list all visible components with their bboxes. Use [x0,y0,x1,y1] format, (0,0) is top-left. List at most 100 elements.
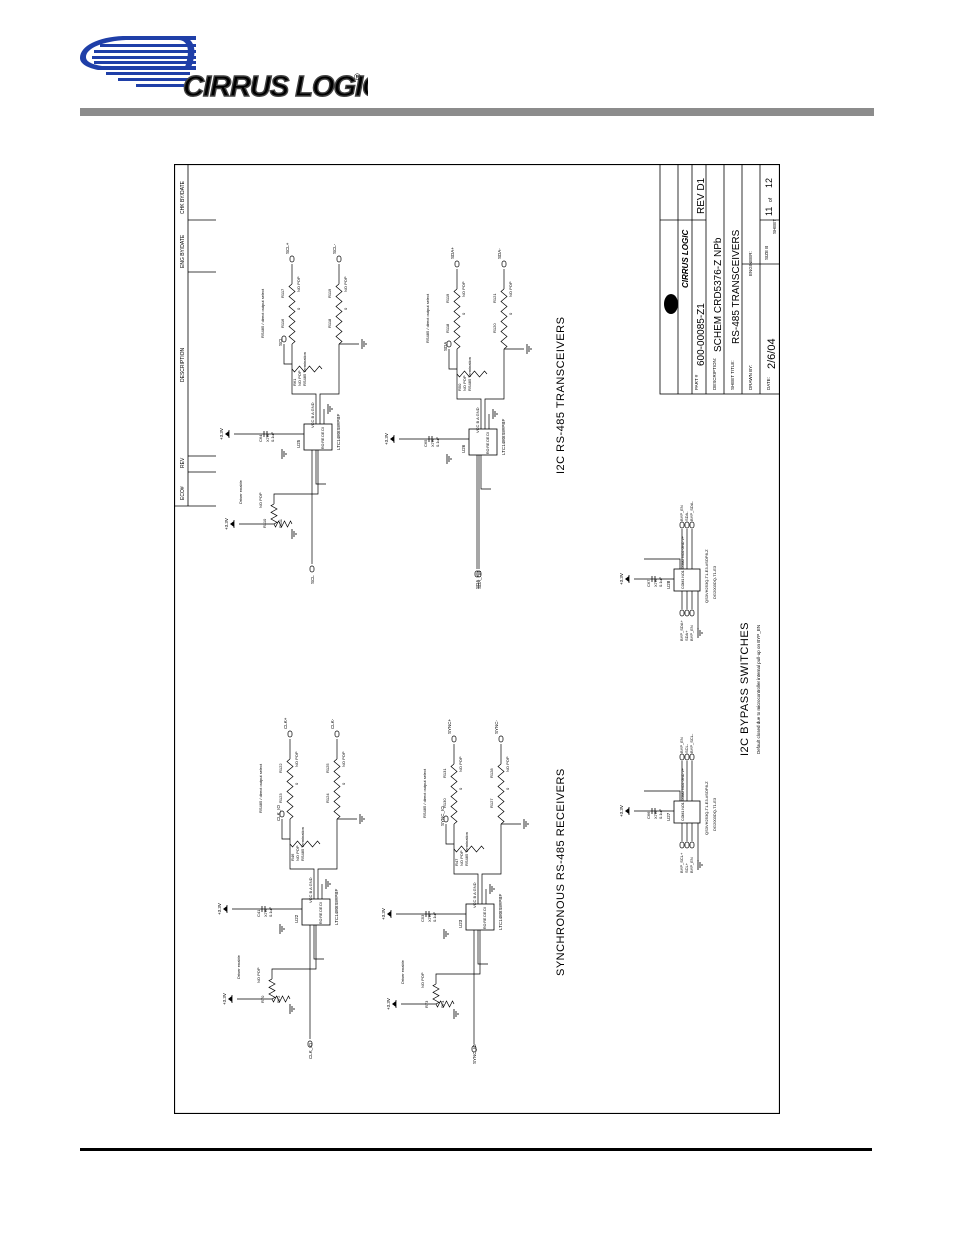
chip-body [303,423,333,451]
resistor [435,1000,455,1008]
r-ref: R130 [442,798,447,808]
chip-part: LTC1480IS8#PBF [334,889,339,925]
drawn-by-label: DRAWN BY: [748,365,753,390]
switch-net-right: BYP_EN [679,737,684,753]
net-port [684,841,690,849]
r-value: 0 [296,307,301,310]
r-ref: R120 [492,323,497,333]
net-port [279,810,285,818]
resistor [268,978,276,1000]
switch-net-right: SDA- [684,511,689,521]
net-port [446,340,452,348]
switch-net-left: SDA+ [684,630,689,641]
cap-value: 0.1uF [435,436,440,447]
wire [283,344,292,365]
sheet-title-value: RS-485 TRANSCEIVERS [731,229,742,344]
switch-net-left: BYP_EN [689,625,694,641]
vcc-label: +3.3V [386,998,391,1010]
sheet-label: SHEET [772,219,777,234]
net-in-bottom: SYNC_IO [472,1044,477,1064]
r-ref: R122 [278,763,283,773]
cap-ref: C66 [646,811,651,819]
net-out-minus: SDA- [497,248,502,259]
chip-part: LTC1480IS8#PBF [501,419,506,455]
r-en-ref: R74 [440,1000,445,1008]
cap-value: 0.1uF [268,906,273,917]
cap-type: X7R [265,434,270,442]
r-term-ref: R46 [290,853,295,861]
r-en-nopop: NO POP [258,492,263,508]
r-nopop: NO POP [508,281,513,297]
r-nopop: NO POP [505,756,510,772]
resistor [291,365,323,373]
resistor [288,283,296,315]
cap-value: 0.1uF [658,808,663,819]
r-ref: R128 [489,768,494,778]
r-en-ref: R73 [424,1000,429,1008]
cap-value: 0.1uF [658,576,663,587]
chip-body [465,903,495,931]
wire [477,930,488,965]
rev-col-description: DESCRIPTION [180,347,186,382]
net-port [689,521,695,529]
cap-ref: C67 [646,579,651,587]
net-out-plus: CLK+ [283,717,288,729]
net-out-minus: SCL- [332,243,337,254]
resistor [289,840,321,848]
net-in-bottom: SCL [310,575,315,584]
net-port [476,570,482,578]
title-logo-text: CIRRUS LOGIC [681,230,690,288]
select-note: RS485 / direct output select [258,763,263,813]
r-ref: R127 [489,798,494,808]
resistor [288,313,296,345]
r-nopop: NO POP [294,751,299,767]
r-ref: R131 [442,768,447,778]
wire [271,925,317,979]
chip-pins-right: VCC B A GND [475,407,480,433]
net-in-top: SYNC_IO [440,806,445,826]
net-port [684,609,690,617]
resistor [335,283,343,315]
net-port [498,735,504,743]
net-port [454,260,460,268]
logo-swoosh [80,36,196,87]
switch-pins: COM1 NO1 COM2 NO2 GND V+ [681,536,685,589]
net-out-plus: SDA+ [450,247,455,259]
r-en-nopop: NO POP [420,972,425,988]
cap-ref: C41 [256,909,261,917]
vcc-arrow [230,521,234,527]
net-port [679,753,685,761]
net-port [684,753,690,761]
switch-ref: U27 [666,812,671,821]
vcc-arrow [228,996,232,1002]
chip-pins-left: RO RE DE DI [483,907,487,929]
resistor [286,758,294,790]
part-number: 600-00085-Z1 [696,303,707,366]
net-port [443,815,449,823]
net-port [679,609,685,617]
r-ref: R119 [327,288,332,298]
chip-pins-right: VCC B A GND [472,882,477,908]
switch-alt: DG2003DQ-T1-E3 [712,797,717,831]
r-value: 0 [508,312,513,315]
r-term-nopop: NO POP [459,850,464,866]
net-port [281,335,287,343]
cap-type: X7R [653,811,658,819]
driver-enable-note: Driver enable [236,954,241,979]
vcc-arrow [625,576,629,582]
r-ref: R125 [325,763,330,773]
vcc-label: +3.3V [381,908,386,920]
chip-pins-right: VCC B A GND [308,877,313,903]
vcc-label: +3.3V [217,903,222,915]
wire [313,925,324,960]
net-out-plus: SYNC+ [447,718,452,734]
resistor [500,288,508,320]
net-port [684,521,690,529]
switch-net-right: BYP_SDA- [689,501,694,521]
net-port [287,730,293,738]
r-ref: R124 [325,793,330,803]
r-term-nopop: NO POP [295,845,300,861]
